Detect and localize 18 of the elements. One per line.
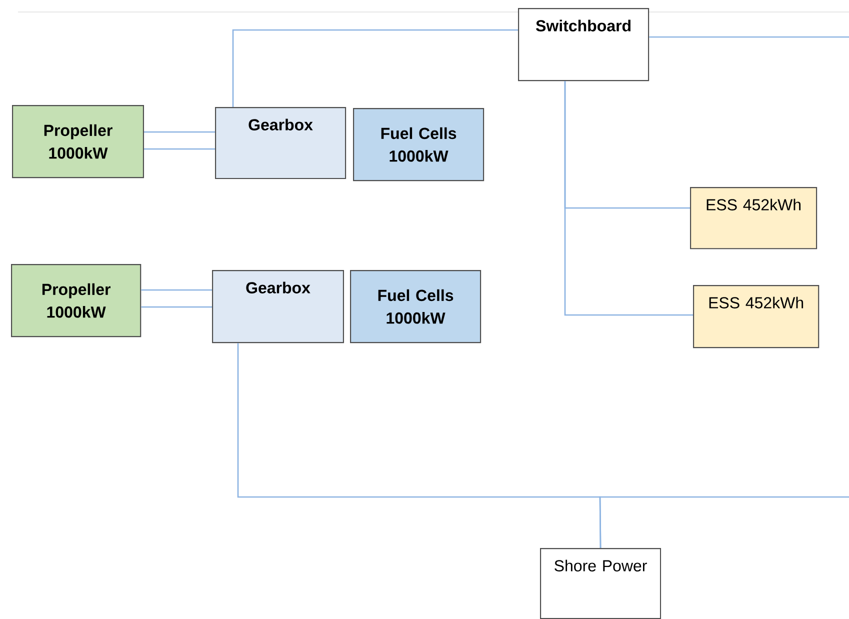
fuel-cell-box: Fuel Cells 1000kW xyxy=(353,108,484,182)
gearbox-box: Gearbox xyxy=(212,270,344,344)
gearbox-box: Gearbox xyxy=(215,107,346,179)
connector-line xyxy=(232,29,518,107)
propeller-box: Propeller 1000kW xyxy=(12,105,144,178)
connector-line xyxy=(649,36,849,38)
connector-line xyxy=(564,81,693,316)
fuel-cell-box: Fuel Cells 1000kW xyxy=(350,270,482,344)
propeller-box: Propeller 1000kW xyxy=(11,264,142,338)
storage-box: ESS 452kWh xyxy=(690,187,818,250)
connector-line xyxy=(144,148,215,150)
process-box: Shore Power xyxy=(540,548,662,619)
connector-line xyxy=(141,289,212,291)
connector-line xyxy=(141,306,212,308)
process-box: Switchboard xyxy=(518,8,650,82)
connector-line xyxy=(599,496,849,548)
storage-box: ESS 452kWh xyxy=(693,285,820,348)
connector-line xyxy=(144,131,215,133)
